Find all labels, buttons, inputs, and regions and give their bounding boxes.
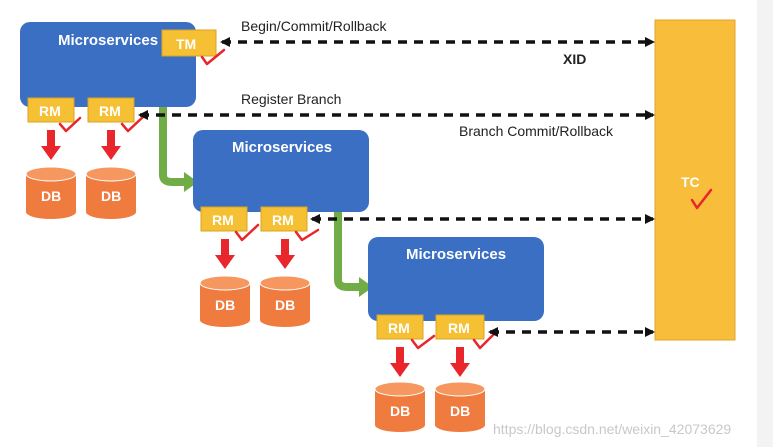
tc-box — [654, 19, 736, 341]
tc-label: TC — [681, 174, 700, 190]
green-arrow-1 — [159, 107, 198, 192]
db-cylinder-3a — [374, 381, 426, 432]
rm-label-2a: RM — [212, 212, 234, 228]
red-arrow-down-2b — [275, 239, 295, 269]
rm-box-1a — [27, 97, 75, 123]
register-branch-label: Register Branch — [241, 91, 341, 107]
microservice-title-2: Microservices — [232, 139, 332, 156]
rm-label-1a: RM — [39, 103, 61, 119]
tc-check-icon — [690, 188, 713, 210]
db-cylinder-1a — [25, 166, 77, 219]
rm-check-icon-3b — [472, 330, 498, 350]
rm-label-1b: RM — [99, 103, 121, 119]
rm-check-icon-2b — [294, 228, 320, 242]
red-arrow-down-3a — [390, 347, 410, 377]
red-arrow-down-1b — [101, 130, 121, 160]
microservice-title-1: Microservices — [58, 32, 158, 49]
db-label-3b: DB — [450, 403, 470, 419]
db-cylinder-3b — [434, 381, 486, 432]
rm-check-icon-3a — [410, 334, 436, 350]
csdn-watermark: https://blog.csdn.net/weixin_42073629 — [493, 421, 731, 437]
rm-label-2b: RM — [272, 212, 294, 228]
db-cylinder-2b — [259, 275, 311, 327]
rm-label-3a: RM — [388, 320, 410, 336]
rm-box-3a — [376, 314, 424, 340]
db-label-1a: DB — [41, 188, 61, 204]
red-arrow-down-2a — [215, 239, 235, 269]
rm-box-2a — [200, 206, 248, 232]
db-cylinder-2a — [199, 275, 251, 327]
db-label-2b: DB — [275, 297, 295, 313]
rm-check-icon-1a — [58, 116, 82, 133]
rm-check-icon-2a — [234, 223, 260, 242]
db-label-3a: DB — [390, 403, 410, 419]
microservice-box-2 — [193, 130, 369, 212]
rm-box-2b — [260, 206, 308, 232]
tm-label: TM — [176, 36, 196, 52]
red-arrow-down-1a — [41, 130, 61, 160]
microservice-box-3 — [368, 237, 544, 321]
red-arrow-down-3b — [450, 347, 470, 377]
rm-box-1b — [87, 97, 135, 123]
rm-box-3b — [435, 314, 485, 340]
branch-commit-rollback-label: Branch Commit/Rollback — [459, 123, 614, 139]
xid-label: XID — [563, 51, 586, 67]
green-arrow-2 — [334, 212, 373, 297]
db-label-1b: DB — [101, 188, 121, 204]
microservice-title-3: Microservices — [406, 246, 506, 263]
tm-box — [161, 29, 217, 57]
microservice-box-1 — [20, 22, 196, 107]
db-cylinder-1b — [85, 166, 137, 219]
tm-check-icon — [200, 48, 226, 66]
rm-check-icon-1b — [120, 114, 146, 133]
begin-commit-rollback-label: Begin/Commit/Rollback — [241, 18, 387, 34]
rm-label-3b: RM — [448, 320, 470, 336]
db-label-2a: DB — [215, 297, 235, 313]
